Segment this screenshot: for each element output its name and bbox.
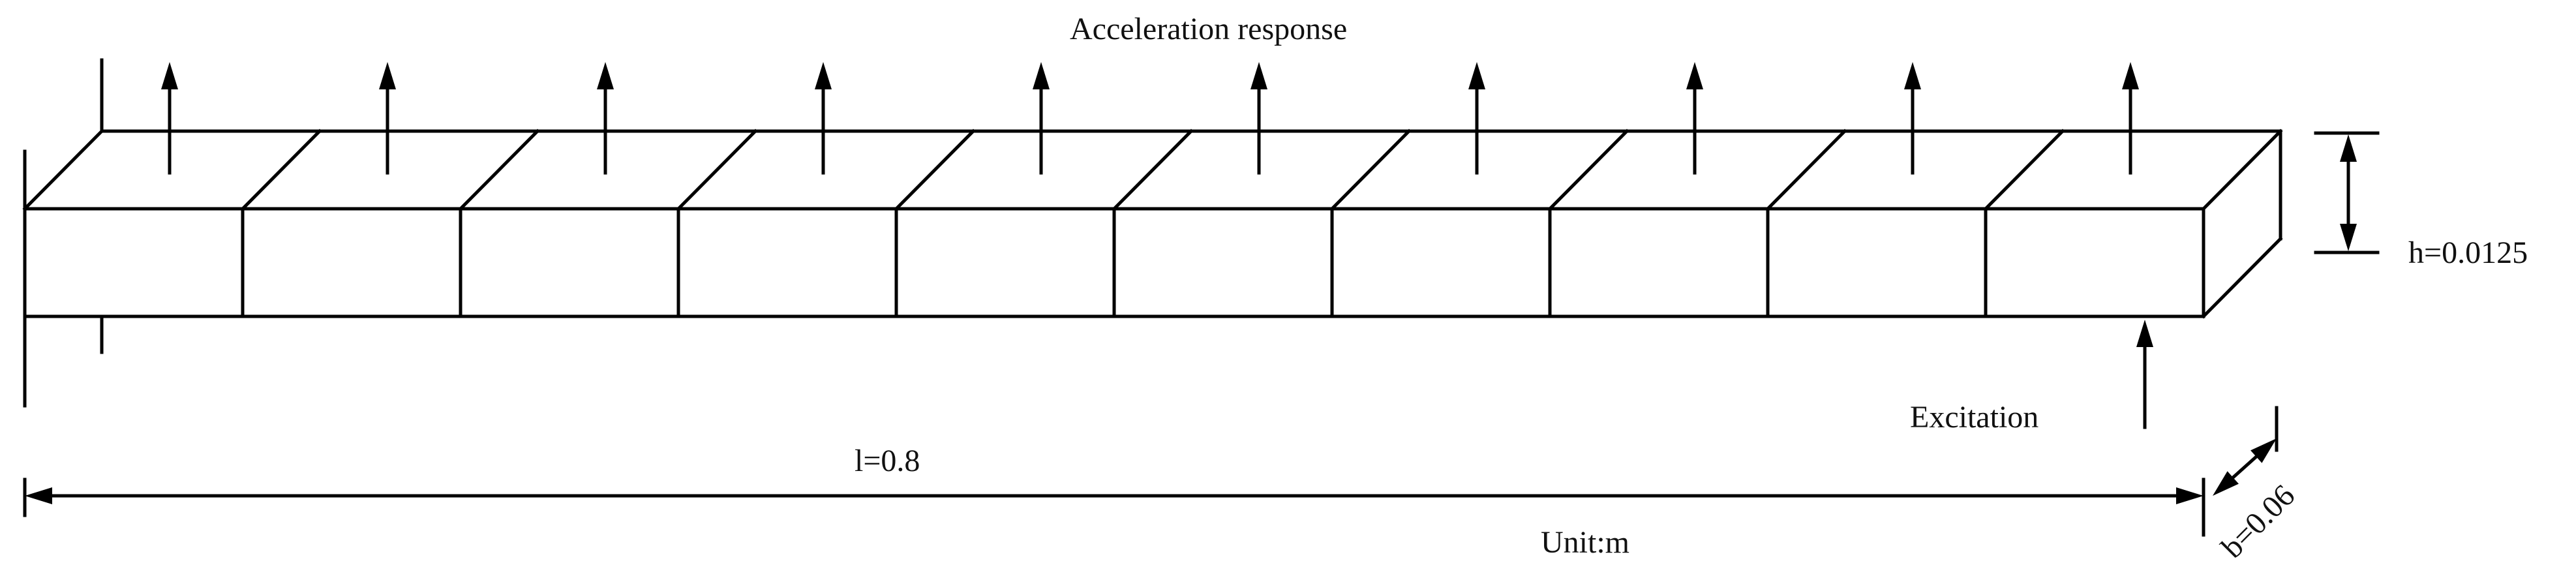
acceleration-arrow-head xyxy=(2122,62,2139,89)
acceleration-arrow-head xyxy=(1904,62,1921,89)
acceleration-arrow-head xyxy=(1250,62,1267,89)
top-face-divider xyxy=(1112,129,1194,211)
height-arrow-top xyxy=(2340,134,2357,162)
acceleration-response-label: Acceleration response xyxy=(1070,12,1347,46)
right-bottom-diagonal xyxy=(2201,236,2283,319)
acceleration-arrow-head xyxy=(597,62,614,89)
width-arrow-bottom xyxy=(2213,471,2239,496)
length-arrow-left xyxy=(25,487,52,504)
acceleration-arrow-head xyxy=(161,62,178,89)
height-label: h=0.0125 xyxy=(2408,236,2528,270)
acceleration-arrow-head xyxy=(815,62,832,89)
top-face-divider xyxy=(22,129,104,211)
top-face-divider xyxy=(1329,129,1412,211)
excitation-arrow-head xyxy=(2136,320,2153,347)
top-face-divider xyxy=(458,129,540,211)
top-face-divider xyxy=(1765,129,1847,211)
acceleration-arrow-head xyxy=(1468,62,1485,89)
unit-label: Unit:m xyxy=(1541,525,1629,560)
top-face-divider xyxy=(894,129,976,211)
top-face-divider xyxy=(1983,129,2065,211)
arrows-layer xyxy=(161,62,2153,429)
top-face-divider xyxy=(1547,129,1629,211)
width-label: b=0.06 xyxy=(2215,478,2301,565)
dimension-lines xyxy=(23,131,2380,537)
acceleration-arrow-head xyxy=(379,62,396,89)
length-arrow-right xyxy=(2176,487,2204,504)
top-face-divider xyxy=(2201,129,2283,211)
acceleration-arrow-head xyxy=(1686,62,1703,89)
height-arrow-bottom xyxy=(2340,224,2357,251)
top-face-divider xyxy=(240,129,322,211)
width-arrow-top xyxy=(2250,438,2277,463)
length-label: l=0.8 xyxy=(855,444,920,478)
top-face-divider xyxy=(676,129,758,211)
beam-structure xyxy=(22,58,2283,408)
excitation-label: Excitation xyxy=(1910,400,2038,434)
acceleration-arrow-head xyxy=(1033,62,1050,89)
